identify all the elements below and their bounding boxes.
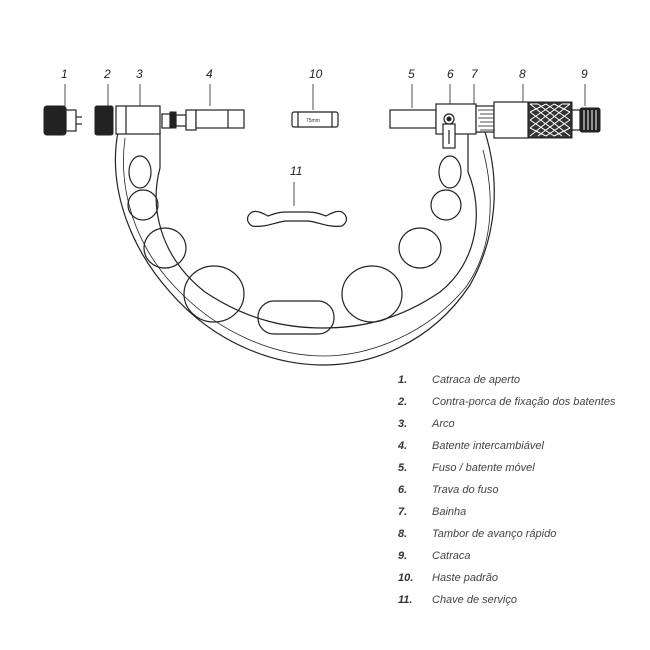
frame-slot (257, 300, 335, 335)
legend-item: 9. Catraca (398, 545, 638, 567)
legend-item: 3. Arco (398, 413, 638, 435)
standard-rod: 75mm (291, 111, 339, 128)
clamping-ratchet (43, 105, 82, 136)
frame-hole (143, 227, 187, 269)
legend-label: Fuso / batente móvel (432, 462, 535, 474)
callout-6: 6 (447, 67, 454, 81)
legend-label: Tambor de avanço rápido (432, 528, 557, 540)
callout-4: 4 (206, 67, 213, 81)
frame-arc (114, 131, 495, 366)
frame-hole (398, 227, 442, 269)
legend-num: 10. (398, 572, 414, 584)
thimble (493, 101, 573, 139)
callout-3: 3 (136, 67, 143, 81)
frame-hole (438, 155, 462, 189)
legend-item: 11. Chave de serviço (398, 589, 638, 611)
legend-item: 7. Bainha (398, 501, 638, 523)
legend-num: 3. (398, 418, 408, 430)
legend-num: 2. (398, 396, 408, 408)
frame-hole (341, 265, 403, 323)
sleeve-scale (475, 105, 495, 133)
callout-5: 5 (408, 67, 415, 81)
legend-item: 1. Catraca de aperto (398, 369, 638, 391)
sleeve-body (435, 103, 477, 149)
interchangeable-anvil (161, 109, 245, 131)
legend-label: Trava do fuso (432, 484, 499, 496)
legend-label: Arco (432, 418, 455, 430)
locknut (94, 105, 114, 136)
frame-hole (128, 155, 152, 189)
frame-hole (430, 189, 462, 221)
callout-11: 11 (290, 164, 302, 178)
frame-hole (183, 265, 245, 323)
legend-label: Batente intercambiável (432, 440, 544, 452)
legend-label: Contra-porca de fixação dos batentes (432, 396, 616, 408)
legend-num: 1. (398, 374, 408, 386)
legend-num: 4. (398, 440, 408, 452)
legend-item: 2. Contra-porca de fixação dos batentes (398, 391, 638, 413)
callout-8: 8 (519, 67, 526, 81)
legend-num: 8. (398, 528, 408, 540)
legend-item: 5. Fuso / batente móvel (398, 457, 638, 479)
legend-item: 6. Trava do fuso (398, 479, 638, 501)
legend-label: Catraca (432, 550, 471, 562)
callout-1: 1 (61, 67, 68, 81)
callout-7: 7 (471, 67, 479, 81)
legend-label: Catraca de aperto (432, 374, 521, 386)
frame-hole (127, 189, 159, 221)
callout-2: 2 (103, 67, 111, 81)
frame-holes (127, 155, 462, 335)
legend-item: 10. Haste padrão (398, 567, 638, 589)
legend-label: Chave de serviço (432, 594, 517, 606)
callout-9: 9 (581, 67, 588, 81)
parts-legend: 1. Catraca de aperto 2. Contra-porca de fi… (398, 369, 638, 611)
spindle (389, 109, 437, 129)
legend-item: 8. Tambor de avanço rápido (398, 523, 638, 545)
legend-label: Haste padrão (432, 572, 499, 584)
leader-lines (64, 84, 586, 206)
callout-10: 10 (309, 67, 323, 81)
legend-num: 7. (398, 506, 408, 518)
standard-rod-label: 75mm (306, 118, 320, 124)
legend-num: 6. (398, 484, 408, 496)
legend-num: 9. (398, 550, 408, 562)
anvil-housing (115, 105, 161, 135)
ratchet (571, 107, 601, 133)
legend-num: 5. (398, 462, 408, 474)
legend-label: Bainha (432, 506, 467, 518)
legend-item: 4. Batente intercambiável (398, 435, 638, 457)
legend-num: 11. (398, 594, 413, 606)
service-wrench (246, 210, 348, 227)
